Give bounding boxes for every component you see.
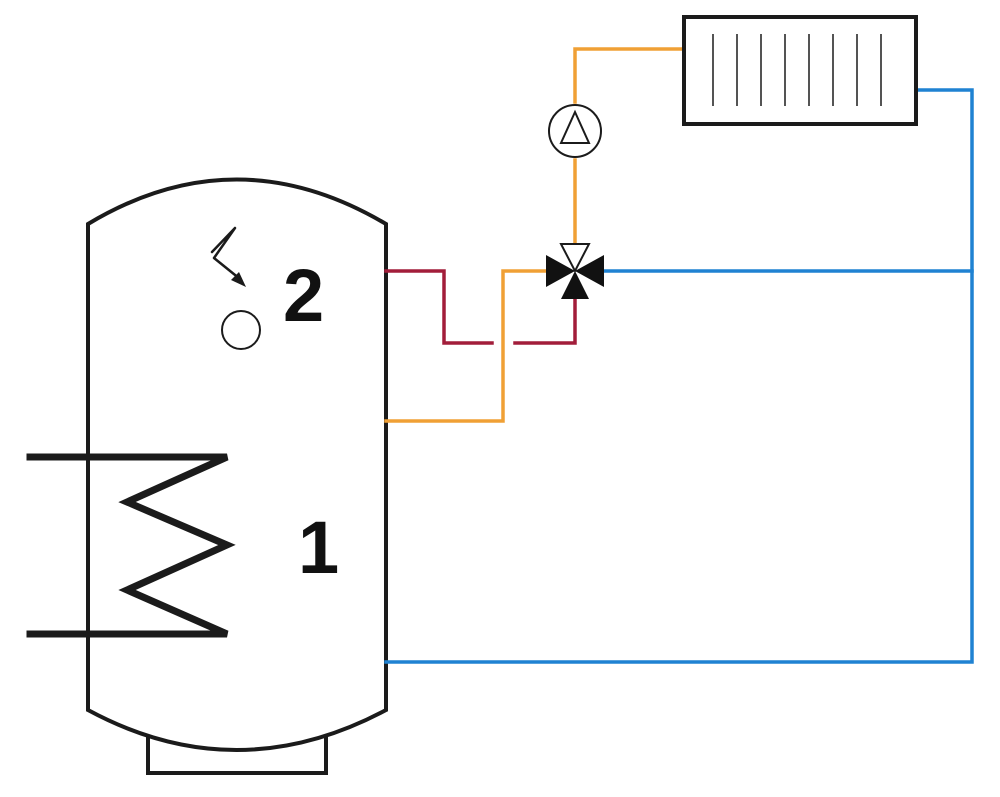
- pump-arrow-triangle: [559, 109, 591, 144]
- radiator-icon: [682, 15, 918, 126]
- storage-tank: [86, 177, 388, 775]
- supply-pipe-pump-to-radiator: [573, 47, 688, 104]
- electric-heater-icon: [210, 226, 246, 287]
- return-pipe-main: [384, 88, 974, 664]
- coil-line: [26, 453, 236, 638]
- valve-left-port: [546, 255, 575, 287]
- bypass-pipe-left: [384, 269, 494, 345]
- bypass-pipe-right: [513, 296, 577, 345]
- heater-lightning-line: [210, 226, 242, 281]
- return-pipe-blue: [384, 88, 974, 664]
- bypass-pipe-red: [384, 269, 577, 345]
- tank-body: [86, 177, 388, 752]
- tank-zone-1-label: 1: [298, 506, 339, 589]
- heating-coil-icon: [26, 453, 236, 638]
- radiator-body: [682, 15, 918, 126]
- valve-bottom-port: [561, 271, 589, 299]
- temperature-sensor-icon: [221, 310, 261, 350]
- supply-pipe-from-tank: [384, 269, 548, 423]
- supply-pipe-orange: [384, 47, 688, 423]
- valve-right-port: [575, 255, 604, 287]
- tank-zone-2-label: 2: [283, 254, 324, 337]
- valve-top-port: [559, 243, 591, 274]
- pump-icon: [548, 104, 602, 158]
- three-way-valve-icon: [546, 243, 604, 299]
- heater-arrow-head: [231, 272, 246, 287]
